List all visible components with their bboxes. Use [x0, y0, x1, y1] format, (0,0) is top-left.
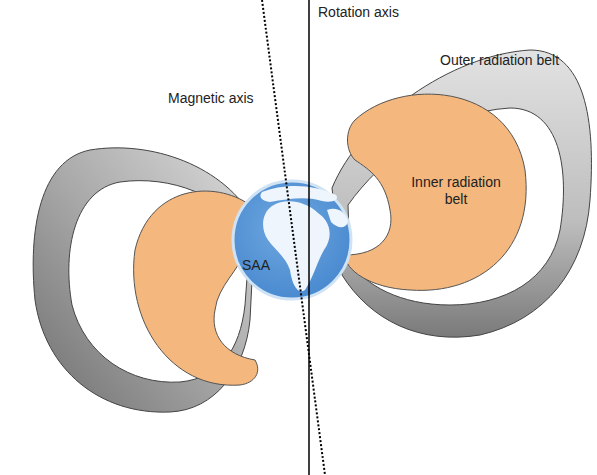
axis-label: Magnetic axis: [168, 90, 254, 107]
axis-label: Rotation axis: [318, 4, 399, 21]
node-text: Inner radiation belt: [402, 174, 510, 208]
inner-belt-node: Inner radiation belt: [350, 90, 525, 290]
continent: [263, 201, 330, 291]
continent: [260, 186, 337, 202]
earth-node: SAA: [234, 182, 350, 298]
outer-belt: [332, 50, 591, 337]
continent: [327, 209, 348, 228]
magnetic-axis: [262, 0, 325, 475]
rotation-axis: [308, 0, 310, 475]
inner-belt: [345, 94, 526, 290]
node-text: SAA: [242, 257, 270, 274]
belt-label: Outer radiation belt: [440, 52, 559, 69]
earth-globe: [233, 181, 351, 299]
